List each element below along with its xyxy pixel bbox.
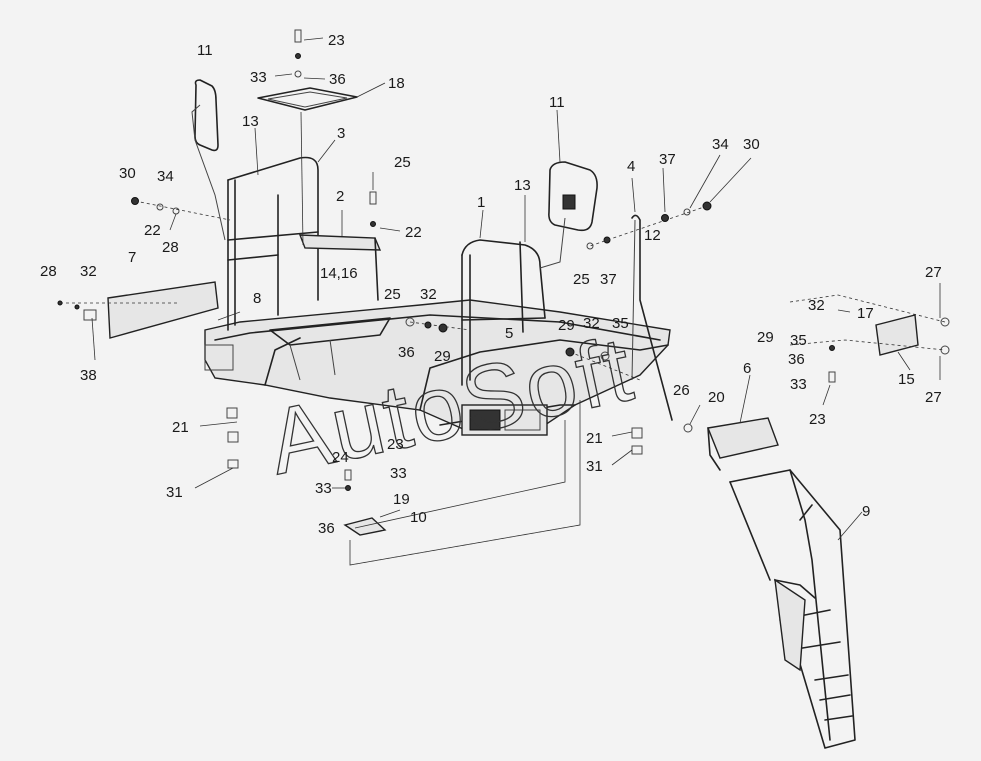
callout-label: 25 <box>384 286 401 303</box>
callout-label: 33 <box>390 465 407 482</box>
callout-label: 25 <box>394 154 411 171</box>
hardware <box>57 29 950 491</box>
callout-label: 29 <box>434 348 451 365</box>
callout-label: 1 <box>477 194 485 211</box>
callout-label: 36 <box>329 71 346 88</box>
callout-label: 38 <box>80 367 97 384</box>
callout-label: 36 <box>788 351 805 368</box>
callout-label: 37 <box>659 151 676 168</box>
callout-label: 30 <box>119 165 136 182</box>
callout-label: 4 <box>627 158 635 175</box>
callout-label: 26 <box>673 382 690 399</box>
callout-label: 13 <box>514 177 531 194</box>
callout-label: 35 <box>790 332 807 349</box>
callout-label: 17 <box>857 305 874 322</box>
callout-label: 33 <box>790 376 807 393</box>
callout-label: 34 <box>157 168 174 185</box>
callout-label: 28 <box>162 239 179 256</box>
callout-label: 15 <box>898 371 915 388</box>
callout-label: 21 <box>172 419 189 436</box>
callout-label: 22 <box>405 224 422 241</box>
callout-label: 22 <box>144 222 161 239</box>
right-mirror <box>539 161 598 269</box>
callout-label: 28 <box>40 263 57 280</box>
callout-label: 32 <box>583 315 600 332</box>
callout-label: 36 <box>398 344 415 361</box>
callout-label: 18 <box>388 75 405 92</box>
callout-label: 14,16 <box>320 265 358 282</box>
callout-label: 11 <box>549 94 565 111</box>
callout-label: 30 <box>743 136 760 153</box>
callout-label: 7 <box>128 249 136 266</box>
bracket-2 <box>298 234 382 301</box>
leader-lines <box>60 37 946 566</box>
callout-label: 12 <box>644 227 661 244</box>
callout-label: 27 <box>925 389 942 406</box>
bracket-6 <box>707 417 779 471</box>
callout-labels: 11 23 33 36 18 13 3 30 34 25 2 22 22 28 … <box>40 32 942 537</box>
callout-label: 29 <box>558 317 575 334</box>
callout-label: 23 <box>809 411 826 428</box>
bracket-10 <box>343 517 387 536</box>
callout-label: 33 <box>250 69 267 86</box>
callout-label: 2 <box>336 188 344 205</box>
left-handrail <box>227 156 319 331</box>
ladder-9 <box>729 469 856 749</box>
callout-label: 21 <box>586 430 603 447</box>
callout-label: 5 <box>505 325 513 342</box>
callout-label: 32 <box>808 297 825 314</box>
plate-18 <box>257 87 358 111</box>
callout-label: 9 <box>862 503 870 520</box>
callout-label: 11 <box>197 42 213 59</box>
callout-label: 35 <box>612 315 629 332</box>
main-frame <box>204 299 671 436</box>
callout-label: 29 <box>757 329 774 346</box>
callout-label: 27 <box>925 264 942 281</box>
callout-label: 31 <box>166 484 183 501</box>
callout-label: 3 <box>337 125 345 142</box>
callout-label: 25 <box>573 271 590 288</box>
callout-label: 24 <box>332 449 349 466</box>
callout-label: 34 <box>712 136 729 153</box>
callout-label: 33 <box>315 480 332 497</box>
callout-label: 10 <box>410 509 427 526</box>
plate-15 <box>875 314 919 356</box>
callout-label: 36 <box>318 520 335 537</box>
callout-label: 23 <box>328 32 345 49</box>
callout-label: 20 <box>708 389 725 406</box>
callout-label: 32 <box>80 263 97 280</box>
callout-label: 37 <box>600 271 617 288</box>
callout-label: 31 <box>586 458 603 475</box>
rod-4 <box>631 214 673 421</box>
callout-label: 23 <box>387 436 404 453</box>
panel-7 <box>83 281 219 339</box>
callout-label: 8 <box>253 290 261 307</box>
right-handrail <box>461 239 546 386</box>
callout-label: 13 <box>242 113 259 130</box>
callout-label: 6 <box>743 360 751 377</box>
left-mirror <box>191 79 226 241</box>
callout-label: 19 <box>393 491 410 508</box>
callout-label: 32 <box>420 286 437 303</box>
